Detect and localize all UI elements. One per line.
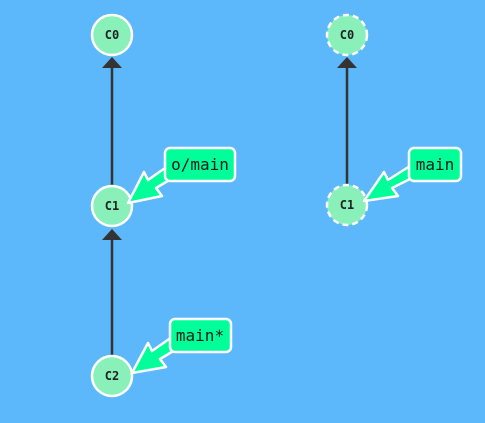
commit-label-c2: C2 bbox=[105, 369, 119, 383]
commit-node-c2[interactable]: C2 bbox=[90, 354, 134, 398]
commit-label-c0: C0 bbox=[105, 28, 119, 42]
edge-c1-to-c0-arrowhead bbox=[102, 57, 122, 68]
branch-main-star[interactable]: main* bbox=[130, 317, 233, 375]
branch-label-main-star: main* bbox=[176, 326, 224, 345]
remote-branch-main[interactable]: main bbox=[362, 146, 463, 203]
commit-node-c0[interactable]: C0 bbox=[90, 13, 134, 57]
remote-commit-node-c0[interactable]: C0 bbox=[325, 13, 369, 57]
remote-repo: C0 C1 main bbox=[325, 13, 463, 227]
local-repo: C0 C1 C2 o/main main* bbox=[90, 13, 237, 398]
commit-label-c1: C1 bbox=[105, 199, 119, 213]
branch-o-main[interactable]: o/main bbox=[126, 146, 237, 205]
branch-label-o-main: o/main bbox=[171, 155, 229, 174]
remote-edge-c1-to-c0-arrowhead bbox=[337, 57, 357, 68]
commit-node-c1[interactable]: C1 bbox=[90, 184, 134, 228]
remote-commit-node-c1[interactable]: C1 bbox=[325, 183, 369, 227]
remote-commit-label-c1: C1 bbox=[340, 198, 354, 212]
remote-commit-label-c0: C0 bbox=[340, 28, 354, 42]
edge-c2-to-c1-arrowhead bbox=[102, 229, 122, 240]
remote-branch-label-main: main bbox=[416, 155, 455, 174]
